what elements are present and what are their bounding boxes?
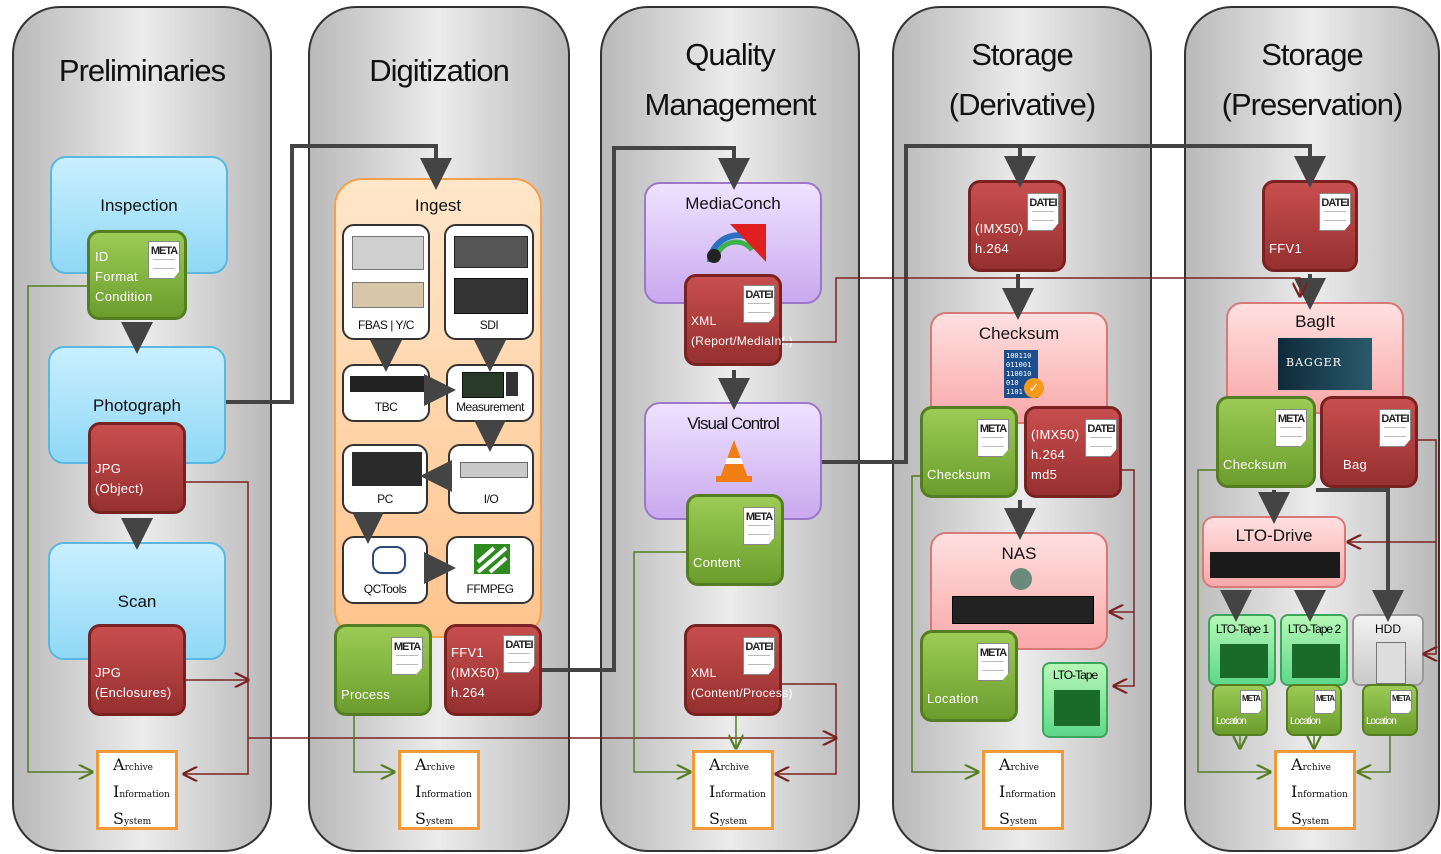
report-lines: XML (Report/MediaInf.)	[691, 314, 794, 348]
lto-tape-label: LTO-Tape	[1052, 668, 1098, 682]
meta-doc-icon: META	[391, 637, 423, 675]
derivative-file-box: (IMX50) h.264 DATEI	[968, 180, 1066, 272]
xml-content-box: XML (Content/Process) DATEI	[684, 624, 793, 716]
lto-drive-box: LTO-Drive	[1202, 516, 1346, 588]
mediaconch-icon	[707, 224, 766, 263]
nas-title: NAS	[1001, 544, 1037, 563]
check-icon: ✓	[1024, 378, 1044, 398]
file-lines: JPG (Enclosures)	[95, 665, 172, 700]
ais-box-preliminaries: Archive Information System	[96, 750, 178, 830]
location-label: Location	[927, 691, 979, 706]
meta-lines: ID Format Condition	[95, 249, 153, 304]
file-lines: FFV1 (IMX50) h.264	[451, 645, 500, 700]
qctools-icon	[372, 546, 406, 574]
mediaconch-report-box: XML (Report/MediaInf.) DATEI	[684, 274, 793, 366]
lto-tape-2-box: LTO-Tape 2	[1280, 614, 1348, 686]
datei-doc-icon: DATEI	[1379, 409, 1411, 447]
derivative-md5-box: (IMX50) h.264 md5 DATEI	[1024, 406, 1122, 498]
datei-doc-icon: DATEI	[1085, 419, 1117, 457]
datei-doc-icon: DATEI	[503, 635, 535, 673]
device-qctools: QCTools	[342, 536, 428, 604]
ais-box-derivative: Archive Information System	[982, 750, 1064, 830]
process-label: Process	[341, 687, 391, 702]
lto-tape-1-box: LTO-Tape 1	[1208, 614, 1276, 686]
content-label: Content	[693, 555, 741, 570]
lto-drive-icon	[1210, 552, 1340, 578]
visual-control-title: Visual Control	[687, 414, 780, 433]
preservation-checksum-box: Checksum META	[1216, 396, 1316, 488]
device-ffmpeg: FFMPEG	[446, 536, 534, 604]
tape-icon	[1054, 690, 1100, 726]
datei-doc-icon: DATEI	[1319, 193, 1351, 231]
datei-doc-icon: DATEI	[743, 637, 775, 675]
ais-box-digitization: Archive Information System	[398, 750, 480, 830]
meta-doc-icon: META	[1390, 690, 1412, 714]
column-title: Preliminaries	[58, 53, 226, 88]
process-meta-box: Process META	[334, 624, 432, 716]
ffmpeg-icon	[474, 544, 510, 574]
photograph-title: Photograph	[93, 396, 181, 415]
device-fbas: FBAS | Y/C	[342, 224, 430, 340]
ingest-title: Ingest	[414, 196, 462, 215]
tape-icon	[1292, 644, 1340, 678]
checksum-title: Checksum	[978, 324, 1060, 343]
ais-box-preservation: Archive Information System	[1274, 750, 1356, 830]
meta-doc-icon: META	[1240, 690, 1262, 714]
column-title: Storage(Preservation)	[1221, 37, 1404, 122]
meta-doc-icon: META	[1314, 690, 1336, 714]
vlc-cone-icon	[716, 440, 752, 482]
meta-doc-icon: META	[1275, 409, 1307, 447]
mediaconch-box: MediaConch	[644, 182, 822, 304]
scan-file-box: JPG (Enclosures)	[88, 624, 186, 716]
file-lines: (IMX50) h.264	[975, 221, 1024, 256]
column-title: Storage(Derivative)	[948, 37, 1096, 122]
device-pc: PC	[342, 444, 428, 514]
inspection-title: Inspection	[100, 196, 178, 215]
bagit-title: BagIt	[1295, 312, 1335, 331]
photograph-file-box: JPG (Object)	[88, 422, 186, 514]
location-1-box: Location META	[1212, 684, 1268, 736]
datei-doc-icon: DATEI	[1027, 193, 1059, 231]
inspection-meta-box: ID Format Condition META	[87, 230, 187, 320]
nas-server-icon	[952, 596, 1094, 624]
digitization-file-box: FFV1 (IMX50) h.264 DATEI	[444, 624, 542, 716]
bag-box: Bag DATEI	[1320, 396, 1418, 488]
location-3-box: Location META	[1362, 684, 1418, 736]
meta-doc-icon: META	[977, 643, 1009, 681]
lto-drive-title: LTO-Drive	[1235, 526, 1313, 545]
meta-doc-icon: META	[743, 507, 775, 545]
bag-label: Bag	[1343, 457, 1368, 472]
xml-lines: XML (Content/Process)	[691, 666, 793, 700]
mediaconch-title: MediaConch	[685, 194, 781, 213]
server-logo-icon	[1010, 568, 1032, 590]
scan-title: Scan	[117, 592, 157, 611]
checksum-label: Checksum	[927, 467, 991, 482]
device-sdi: SDI	[444, 224, 534, 340]
md5-lines: (IMX50) h.264 md5	[1031, 427, 1080, 482]
meta-doc-icon: META	[148, 241, 180, 279]
file-lines: FFV1	[1269, 241, 1302, 256]
bagger-icon: BAGGER	[1278, 338, 1372, 390]
meta-doc-icon: META	[977, 419, 1009, 457]
datei-doc-icon: DATEI	[743, 285, 775, 323]
checksum-label: Checksum	[1223, 457, 1287, 472]
file-lines: JPG (Object)	[95, 461, 144, 496]
tape-icon	[1220, 644, 1268, 678]
derivative-lto-tape-box: LTO-Tape	[1042, 662, 1108, 738]
content-meta-box: Content META	[686, 494, 784, 586]
ais-box-quality: Archive Information System	[692, 750, 774, 830]
column-title: Digitization	[369, 53, 510, 88]
hdd-icon	[1376, 642, 1406, 684]
derivative-location-box: Location META	[920, 630, 1018, 722]
derivative-checksum-meta-box: Checksum META	[920, 406, 1018, 498]
